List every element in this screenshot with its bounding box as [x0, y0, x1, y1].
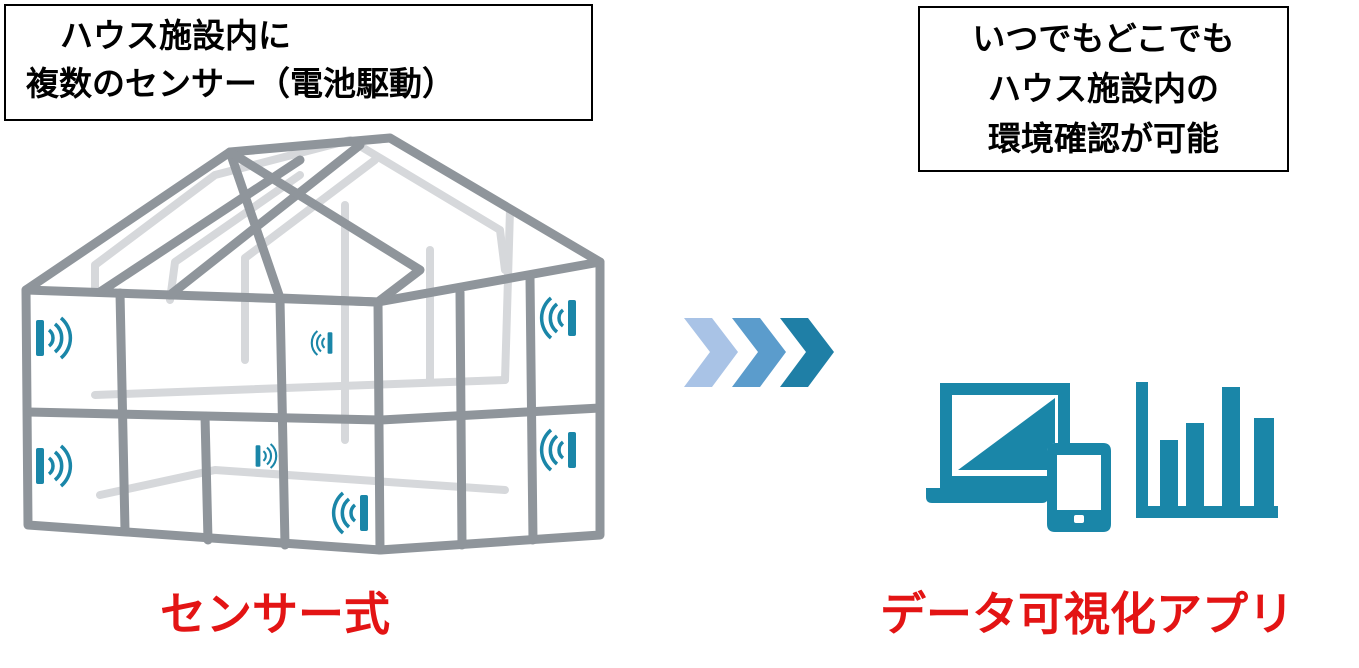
- bar-chart-icon: [1136, 382, 1278, 518]
- devices-icon: [926, 383, 1111, 532]
- sensor-icon: [542, 430, 576, 470]
- sensor-icon: [36, 446, 70, 486]
- app-description-line1: いつでもどこでも: [920, 14, 1287, 64]
- sensor-icon: [256, 444, 277, 468]
- arrow-icon: [684, 318, 834, 387]
- app-caption: データ可視化アプリ: [880, 578, 1294, 644]
- greenhouse-icon: [26, 138, 600, 550]
- sensor-icon: [36, 318, 70, 358]
- sensor-icon: [542, 298, 576, 338]
- sensor-icon: [312, 331, 333, 355]
- sensor-icon: [334, 493, 368, 533]
- sensor-caption: センサー式: [160, 578, 390, 644]
- sensor-description-line1: ハウス施設内に: [26, 12, 591, 60]
- app-description-box: いつでもどこでも ハウス施設内の 環境確認が可能: [918, 6, 1289, 172]
- sensor-description-box: ハウス施設内に 複数のセンサー（電池駆動）: [4, 4, 593, 121]
- app-description-line3: 環境確認が可能: [920, 114, 1287, 164]
- app-description-line2: ハウス施設内の: [920, 64, 1287, 114]
- sensor-description-line2: 複数のセンサー（電池駆動）: [26, 60, 591, 108]
